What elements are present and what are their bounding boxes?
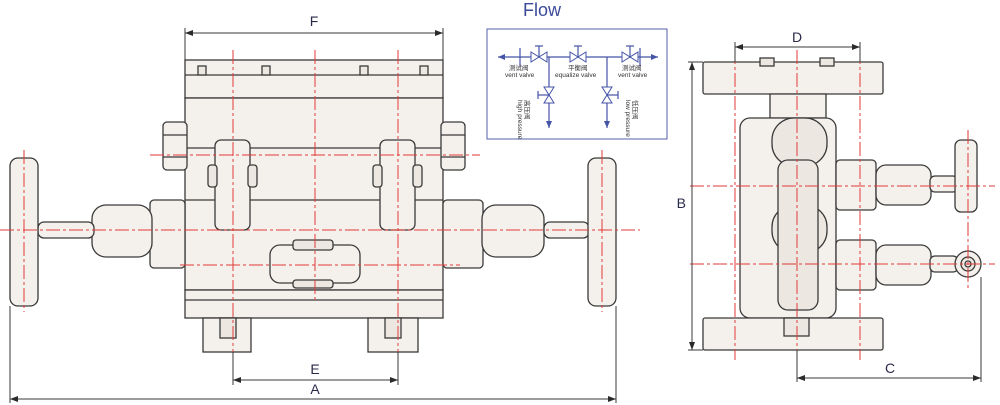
dimension-e-label: E [310,361,319,377]
bonnet-nut-right [440,121,466,171]
high-cn: 高压阀 [523,100,532,120]
side-top-flange [702,61,884,95]
flow-box [486,28,668,140]
low-cn: 低压阀 [631,100,640,120]
dimension-a-label: A [310,381,320,397]
vent-right-en: vent valve [618,72,648,79]
dimension-d: D [734,29,861,62]
dimension-c: C [796,277,982,382]
top-flange [184,59,444,99]
side-handle-upper [954,139,978,213]
vent-valve-right-symbol [621,45,639,63]
vent-right-cn: 测试阀 [622,63,642,72]
low-en: low pressure [624,100,631,137]
low-pressure-valve-symbol [601,86,619,104]
vent-left-cn: 测试阀 [509,63,529,72]
high-pressure-valve-symbol [537,86,555,104]
flow-diagram: Flow [486,0,668,140]
equalize-en: equalize valve [555,72,597,79]
block-valve-right [442,199,484,269]
dimension-c-label: C [885,360,895,376]
vent-left-en: vent valve [505,72,535,79]
bonnet-nut-left [162,121,188,171]
equalize-valve-symbol [569,45,587,63]
side-view [690,50,995,370]
dimension-e: E [232,352,399,385]
dimension-f-label: F [310,13,319,29]
dimension-d-label: D [792,29,802,45]
dimension-f: F [184,13,444,60]
dimension-b: B [677,61,703,351]
equalize-cn: 平衡阀 [568,63,588,72]
vent-valve-left-symbol [530,45,548,63]
dimension-b-label: B [677,195,686,211]
dimension-a: A [9,306,617,403]
flow-title: Flow [523,0,562,20]
high-en: high pressure [516,100,523,140]
front-view [0,50,640,360]
bottom-flange [184,289,444,319]
block-valve-left [149,199,186,269]
